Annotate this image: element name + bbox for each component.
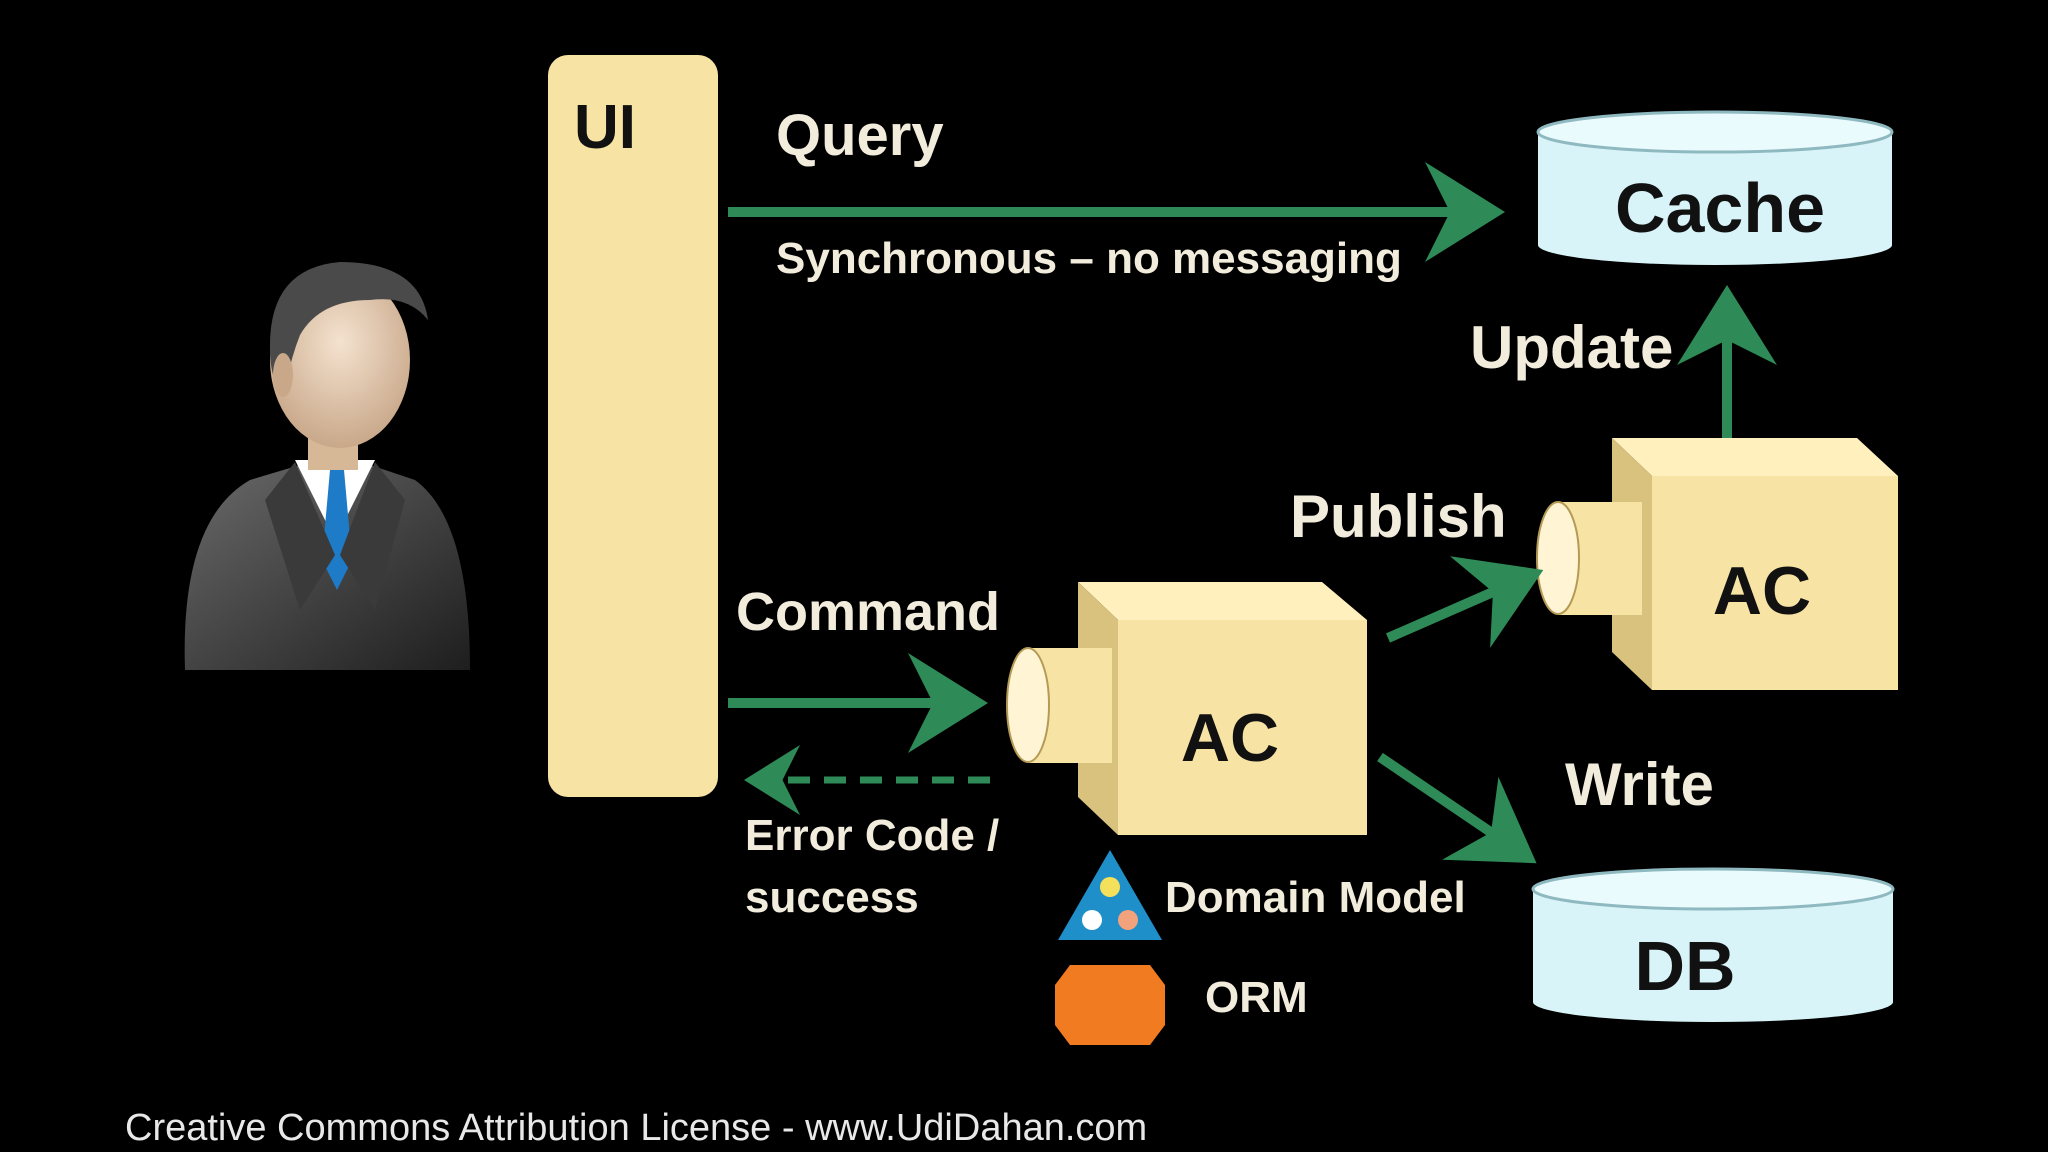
update-label: Update — [1470, 314, 1673, 381]
ac-main-label: AC — [1181, 700, 1279, 776]
error-label-line2: success — [745, 873, 919, 922]
cache-label: Cache — [1615, 169, 1825, 247]
write-arrow — [1377, 752, 1537, 864]
query-note: Synchronous – no messaging — [776, 234, 1402, 283]
domain-model-label: Domain Model — [1165, 873, 1466, 922]
ui-bar — [548, 55, 718, 797]
ac-main-port — [1006, 647, 1112, 763]
query-label: Query — [776, 103, 944, 168]
businessman-icon — [184, 262, 470, 670]
cache-store — [1536, 110, 1894, 265]
orm-icon — [1055, 965, 1165, 1045]
ac-subscriber-port — [1536, 501, 1642, 615]
publish-arrow — [1385, 556, 1544, 648]
db-label: DB — [1634, 927, 1735, 1005]
ac-subscriber-label: AC — [1713, 553, 1811, 629]
orm-label: ORM — [1205, 973, 1308, 1022]
ac-subscriber-cube — [1612, 438, 1898, 690]
domain-model-icon — [1058, 850, 1162, 940]
ui-label: UI — [574, 93, 636, 162]
publish-label: Publish — [1290, 483, 1507, 550]
db-store — [1531, 867, 1895, 1022]
command-label: Command — [736, 582, 1000, 642]
footer-credit: Creative Commons Attribution License - w… — [125, 1107, 1147, 1149]
write-label: Write — [1565, 751, 1714, 818]
error-label-line1: Error Code / — [745, 811, 999, 860]
